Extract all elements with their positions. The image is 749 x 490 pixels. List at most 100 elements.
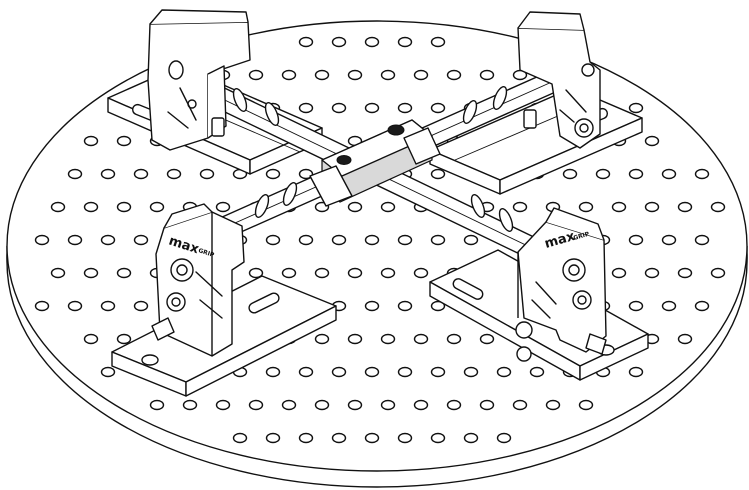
mounting-hole [265,432,281,444]
mounting-hole [710,267,726,279]
mounting-hole [644,267,660,279]
bar-collar [282,182,298,206]
mounting-hole [397,366,413,378]
mounting-hole [380,69,396,81]
mounting-hole [710,201,726,213]
mounting-hole [611,201,627,213]
mounting-hole [34,300,50,312]
base-plate [6,20,748,488]
mounting-hole [182,399,198,411]
mounting-hole [430,300,446,312]
bar-collar [232,88,248,112]
mounting-hole [331,36,347,48]
mounting-hole [661,300,677,312]
cross-bars [199,71,561,259]
mounting-hole [331,102,347,114]
vise-back-right [517,11,601,149]
mounting-hole [430,366,446,378]
mounting-hole [347,201,363,213]
mounting-hole [578,399,594,411]
bar-collar [264,102,280,126]
bar-collars [232,86,514,232]
mounting-hole [694,168,710,180]
mounting-hole [83,201,99,213]
mounting-hole [578,201,594,213]
mounting-hole [215,201,231,213]
mounting-hole [380,201,396,213]
mounting-hole [364,36,380,48]
mounting-hole [133,300,149,312]
mounting-hole [694,300,710,312]
vise-logo-sub-front-left: GRIP [197,247,215,259]
mounting-hole [298,234,314,246]
mounting-hole [397,36,413,48]
bar-collar [254,194,270,218]
mounting-hole [248,399,264,411]
mounting-hole [364,234,380,246]
bar-collar [492,86,508,110]
mounting-hole [314,399,330,411]
mounting-hole [314,333,330,345]
mounting-hole [314,69,330,81]
mounting-hole [512,399,528,411]
mounting-hole [232,432,248,444]
mounting-hole [67,234,83,246]
mounting-hole [628,234,644,246]
bar-collar [498,208,514,232]
mounting-hole [446,333,462,345]
mounting-hole [314,267,330,279]
mounting-hole [248,69,264,81]
mounting-hole [430,102,446,114]
mounting-hole [298,36,314,48]
mounting-hole [116,267,132,279]
mounting-hole [397,102,413,114]
mounting-hole [661,168,677,180]
mounting-hole [644,201,660,213]
mounting-hole [380,333,396,345]
mounting-hole [116,201,132,213]
bar-collar [470,194,486,218]
mounting-hole [496,366,512,378]
mounting-hole [265,234,281,246]
mounting-hole [298,102,314,114]
mounting-hole [463,432,479,444]
mounting-hole [413,399,429,411]
mounting-hole [100,168,116,180]
mounting-hole [463,234,479,246]
mounting-hole [397,300,413,312]
mounting-hole [116,333,132,345]
vise-heads: max GRIP max GRIP [147,9,607,362]
mounting-hole [50,201,66,213]
mounting-hole [529,366,545,378]
mounting-hole [380,267,396,279]
mounting-hole [83,333,99,345]
mounting-hole [413,267,429,279]
mounting-hole [298,366,314,378]
mounting-hole [595,168,611,180]
mounting-hole [446,399,462,411]
mounting-hole [479,333,495,345]
plate-top-surface [6,20,748,472]
mounting-hole [496,432,512,444]
mounting-hole [331,234,347,246]
mounting-hole [116,135,132,147]
mounting-hole [430,432,446,444]
mounting-hole [364,432,380,444]
vise-front-right: max GRIP [515,207,607,362]
mounting-hole [83,135,99,147]
mounting-hole [380,399,396,411]
bar-collar [462,100,478,124]
mounting-hole [149,399,165,411]
mounting-hole [628,300,644,312]
mounting-hole [100,300,116,312]
mounting-hole [562,168,578,180]
mounting-hole [430,234,446,246]
mounting-hole [628,102,644,114]
center-clamp [309,119,441,207]
mounting-hole [298,168,314,180]
mounting-hole [611,267,627,279]
mounting-hole [298,432,314,444]
mounting-hole [479,399,495,411]
